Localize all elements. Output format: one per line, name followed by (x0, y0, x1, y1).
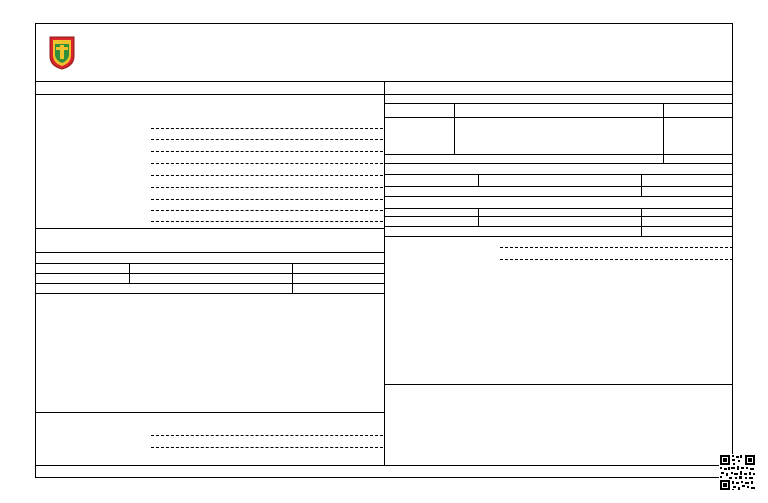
form-frame (35, 23, 733, 478)
header-area (36, 24, 732, 82)
fill-line (151, 435, 383, 436)
fill-line (151, 187, 383, 188)
fill-line (151, 163, 383, 164)
qr-code-icon (719, 454, 756, 491)
fill-line (500, 247, 733, 248)
fill-line (500, 259, 733, 260)
fill-line (151, 139, 383, 140)
coat-of-arms-icon (49, 36, 75, 70)
fill-line (151, 447, 383, 448)
fill-line (151, 128, 383, 129)
fill-line (151, 199, 383, 200)
fill-line (151, 210, 383, 211)
fill-line (151, 175, 383, 176)
fill-line (151, 221, 383, 222)
fill-line (151, 151, 383, 152)
